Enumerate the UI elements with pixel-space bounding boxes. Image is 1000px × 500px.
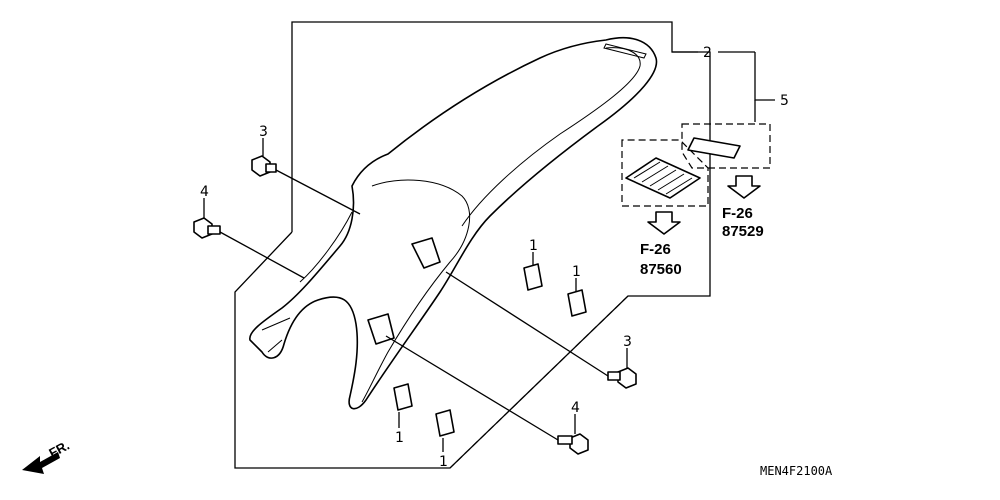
assembly-frame-line: [234, 21, 711, 469]
sticker-box-right: [681, 123, 771, 169]
callout-1-c: 1: [395, 430, 404, 446]
drawing-code: MEN4F2100A: [760, 464, 833, 478]
front-direction-arrow: [22, 452, 60, 474]
callout-1-d: 1: [439, 454, 448, 470]
sticker-sheet-lines: [633, 161, 693, 195]
ref-right-sheet: F-26: [722, 205, 753, 222]
fender-ridge: [461, 47, 641, 227]
dashed-guide-line: [449, 295, 629, 469]
clip-nut-1-d: [435, 409, 455, 437]
callout-3-lower: 3: [623, 334, 632, 350]
clip-nut-1-c: [393, 383, 413, 411]
callout-1-b: 1: [572, 264, 581, 280]
bolt-line-3-lower: [445, 271, 609, 377]
callout-3-upper: 3: [259, 124, 268, 140]
ref-left-number: 87560: [640, 261, 682, 278]
bolt-4-lower: [557, 433, 589, 455]
rear-fender-body: [249, 36, 658, 410]
bolt-3-upper: [251, 155, 277, 177]
callout-4-upper: 4: [200, 184, 209, 200]
bolt-3-lower: [607, 367, 637, 389]
callout-1-a: 1: [529, 238, 538, 254]
fender-inner-edge: [361, 179, 471, 403]
sticker-strip-right: [687, 137, 741, 159]
bolt-line-3-upper: [275, 169, 361, 215]
sticker-box-left: [621, 139, 709, 207]
ref-left-sheet: F-26: [640, 241, 671, 258]
bolt-line-4-upper: [219, 231, 305, 279]
bolt-4-upper: [193, 217, 221, 239]
fender-logo-decal: [603, 43, 647, 59]
clip-nut-1-a: [523, 263, 543, 291]
arrow-ref-left: [647, 211, 681, 235]
bolt-line-4-lower: [385, 335, 559, 441]
clip-nut-1-b: [567, 289, 587, 317]
ref-right-number: 87529: [722, 223, 764, 240]
mount-tab-upper: [411, 237, 441, 269]
callout-2: 2: [703, 45, 712, 61]
callout-5: 5: [780, 93, 789, 109]
fender-side-flap: [261, 211, 353, 353]
arrow-ref-right: [727, 175, 761, 199]
leader-5: [754, 52, 775, 101]
callout-4-lower: 4: [571, 400, 580, 416]
